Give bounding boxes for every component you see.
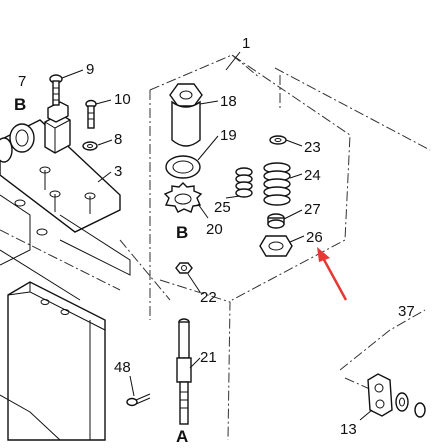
label-part-3: 3 (114, 163, 122, 180)
label-part-21: 21 (200, 349, 217, 366)
screw-48 (126, 393, 151, 407)
collar-27 (267, 213, 285, 229)
spring-25 (235, 167, 253, 198)
label-part-23: 23 (304, 139, 321, 156)
label-part-20: 20 (206, 221, 223, 238)
label-part-37: 37 (398, 303, 415, 320)
label-part-22: 22 (200, 289, 217, 306)
label-ref-b-left: B (14, 95, 26, 114)
label-part-25: 25 (214, 199, 231, 216)
washer-8 (82, 141, 98, 151)
label-ref-a: A (176, 427, 188, 446)
label-part-19: 19 (220, 127, 237, 144)
washer-19 (165, 155, 201, 179)
screw-10 (85, 99, 97, 129)
label-part-13: 13 (340, 421, 357, 438)
nut-22 (175, 262, 193, 274)
label-part-10: 10 (114, 91, 131, 108)
bracket-block (44, 101, 71, 154)
spring-24 (263, 162, 291, 206)
label-ref-b-center: B (176, 223, 188, 242)
label-part-48: 48 (114, 359, 131, 376)
screw-9 (49, 74, 63, 106)
label-part-8: 8 (114, 131, 122, 148)
bracket-13 (367, 373, 426, 418)
label-part-1: 1 (242, 35, 250, 52)
leader-lines (61, 51, 373, 421)
label-part-26: 26 (306, 229, 323, 246)
washer-b-left (0, 123, 35, 163)
red-pointer-arrow (317, 247, 348, 301)
label-part-18: 18 (220, 93, 237, 110)
nut-26 (259, 235, 293, 257)
housing-18 (169, 83, 203, 147)
label-part-24: 24 (304, 167, 321, 184)
assembly-boundary-lines (0, 54, 431, 441)
label-part-7: 7 (18, 73, 26, 90)
lock-washer-20 (163, 182, 203, 213)
cover-box (0, 281, 106, 441)
part-labels: 1 9 7 B 10 8 3 18 19 23 24 25 27 B 20 26… (14, 35, 415, 446)
washer-23 (269, 135, 287, 145)
label-part-9: 9 (86, 61, 94, 78)
shaft-21 (176, 318, 192, 425)
label-part-27: 27 (304, 201, 321, 218)
